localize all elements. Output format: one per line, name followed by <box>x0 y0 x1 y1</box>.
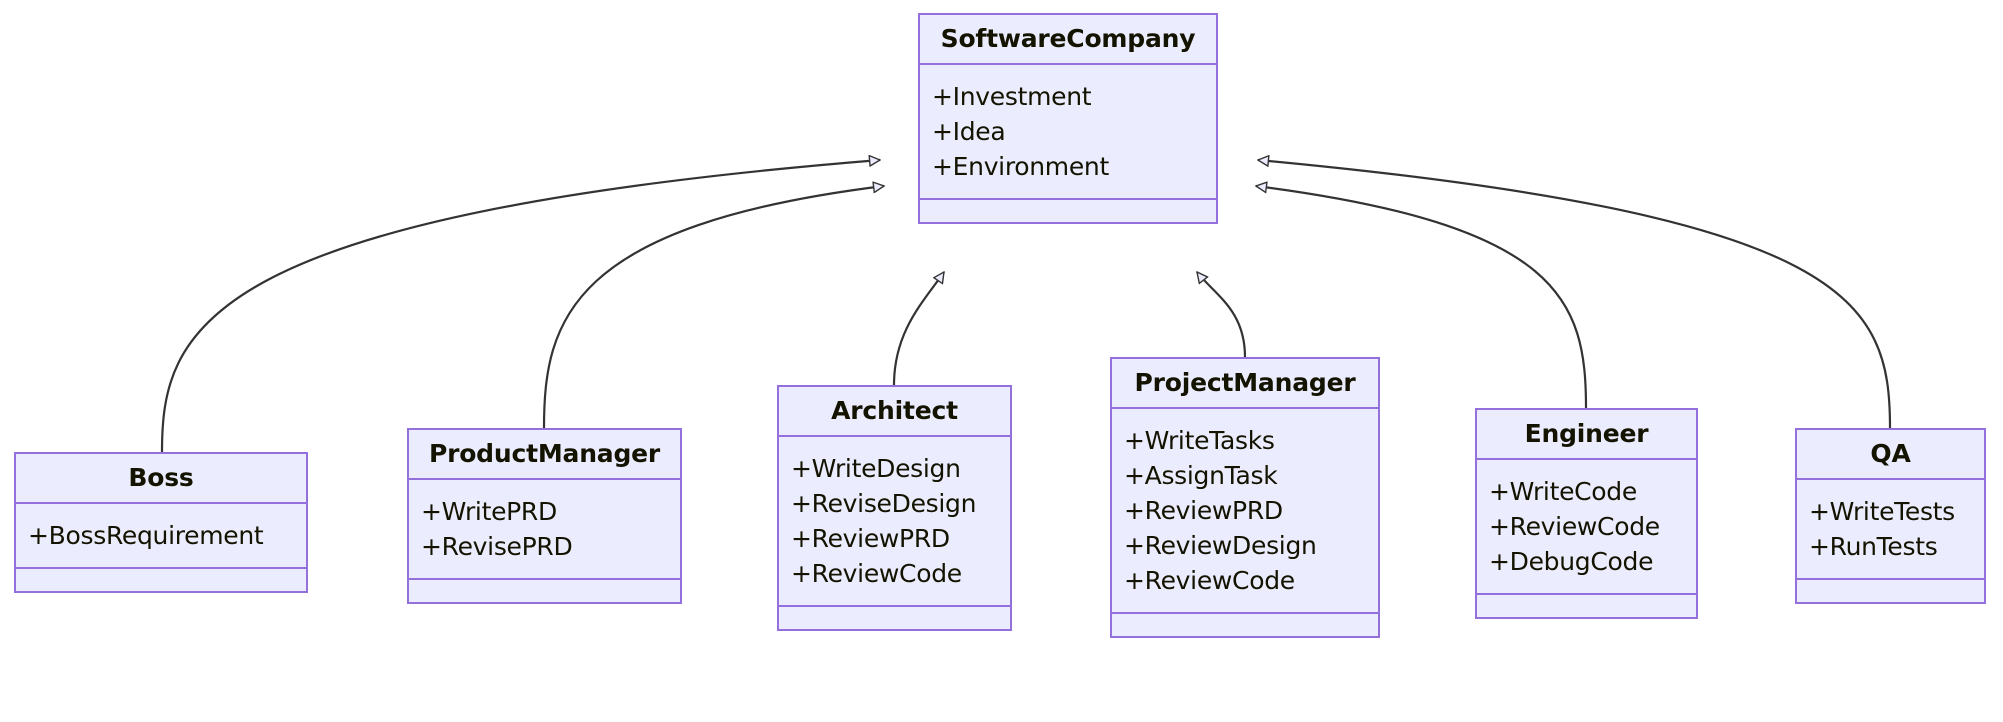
edge-architect-to-softwarecompany <box>892 272 945 386</box>
class-title-productmanager: ProductManager <box>409 430 680 480</box>
class-attribute: +WritePRD <box>421 497 557 526</box>
class-attribute: +ReviseDesign <box>791 489 977 518</box>
class-attribute: +ReviewPRD <box>791 524 950 553</box>
class-title-boss: Boss <box>16 454 306 504</box>
class-attribute: +BossRequirement <box>28 521 264 550</box>
class-attribute: +ReviewCode <box>1124 566 1295 595</box>
class-attribute: +ReviewCode <box>791 559 962 588</box>
class-attribute: +RevisePRD <box>421 532 573 561</box>
class-attribute: +DebugCode <box>1489 547 1654 576</box>
class-attribute: +AssignTask <box>1124 461 1278 490</box>
class-node-architect[interactable]: Architect +WriteDesign +ReviseDesign +Re… <box>777 385 1012 631</box>
class-node-engineer[interactable]: Engineer +WriteCode +ReviewCode +DebugCo… <box>1475 408 1698 619</box>
class-methods-productmanager <box>409 580 680 602</box>
class-methods-qa <box>1797 580 1984 602</box>
class-methods-boss <box>16 569 306 591</box>
class-attributes-productmanager: +WritePRD +RevisePRD <box>409 480 680 580</box>
class-attribute: +ReviewCode <box>1489 512 1660 541</box>
class-attribute: +WriteTasks <box>1124 426 1275 455</box>
class-node-softwarecompany[interactable]: SoftwareCompany +Investment +Idea +Envir… <box>918 13 1218 224</box>
class-methods-softwarecompany <box>920 200 1216 222</box>
class-node-productmanager[interactable]: ProductManager +WritePRD +RevisePRD <box>407 428 682 604</box>
class-attributes-softwarecompany: +Investment +Idea +Environment <box>920 65 1216 200</box>
edge-projectmanager-to-softwarecompany <box>1197 272 1247 358</box>
class-methods-projectmanager <box>1112 614 1378 636</box>
class-attribute: +WriteTests <box>1809 497 1955 526</box>
class-title-softwarecompany: SoftwareCompany <box>920 15 1216 65</box>
class-attribute: +Idea <box>932 117 1006 146</box>
class-methods-engineer <box>1477 595 1696 617</box>
class-attributes-architect: +WriteDesign +ReviseDesign +ReviewPRD +R… <box>779 437 1010 607</box>
class-title-qa: QA <box>1797 430 1984 480</box>
class-node-projectmanager[interactable]: ProjectManager +WriteTasks +AssignTask +… <box>1110 357 1380 638</box>
edge-boss-to-softwarecompany <box>160 160 880 453</box>
class-attributes-projectmanager: +WriteTasks +AssignTask +ReviewPRD +Revi… <box>1112 409 1378 614</box>
class-title-projectmanager: ProjectManager <box>1112 359 1378 409</box>
class-attribute: +WriteDesign <box>791 454 961 483</box>
class-attribute: +WriteCode <box>1489 477 1637 506</box>
class-attribute: +Investment <box>932 82 1092 111</box>
class-attribute: +ReviewPRD <box>1124 496 1283 525</box>
class-attributes-qa: +WriteTests +RunTests <box>1797 480 1984 580</box>
class-title-engineer: Engineer <box>1477 410 1696 460</box>
class-title-architect: Architect <box>779 387 1010 437</box>
class-attributes-boss: +BossRequirement <box>16 504 306 569</box>
class-attributes-engineer: +WriteCode +ReviewCode +DebugCode <box>1477 460 1696 595</box>
class-attribute: +ReviewDesign <box>1124 531 1317 560</box>
class-methods-architect <box>779 607 1010 629</box>
class-attribute: +Environment <box>932 152 1109 181</box>
class-attribute: +RunTests <box>1809 532 1938 561</box>
class-node-boss[interactable]: Boss +BossRequirement <box>14 452 308 593</box>
class-node-qa[interactable]: QA +WriteTests +RunTests <box>1795 428 1986 604</box>
